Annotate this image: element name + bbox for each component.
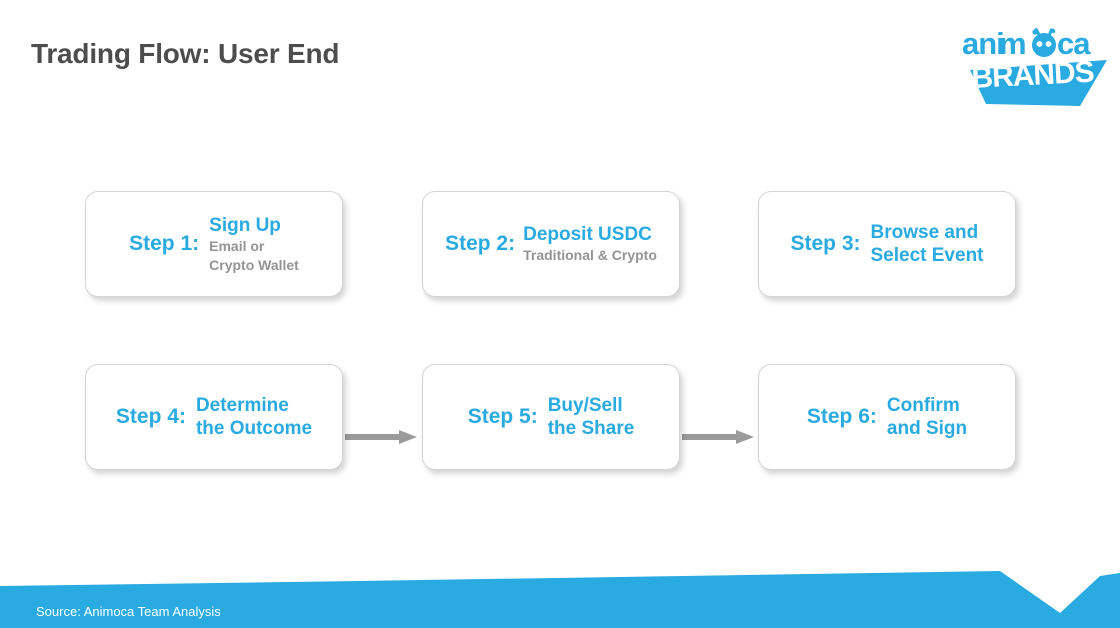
page-title: Trading Flow: User End	[31, 38, 340, 69]
arrow-head	[736, 430, 754, 444]
step-title-line: Confirm	[886, 394, 960, 416]
step-label-6: Step 6:	[806, 405, 877, 428]
step-title-line: Browse and	[870, 221, 979, 243]
step-sub-line: Crypto Wallet	[209, 256, 299, 273]
arrow-shaft	[345, 434, 401, 440]
flow-row-2: Step 4: Determine the Outcome Step 5: Bu…	[0, 364, 1120, 474]
step-card-5[interactable]: Step 5: Buy/Sell the Share	[422, 364, 680, 470]
step-card-1[interactable]: Step 1: Sign Up Email or Crypto Wallet	[85, 191, 343, 297]
step-title-line: Buy/Sell	[547, 394, 623, 416]
step-title-line: Determine	[195, 394, 289, 416]
svg-text:BRANDS: BRANDS	[971, 56, 1095, 95]
svg-text:m: m	[999, 26, 1026, 61]
step-body-1: Sign Up Email or Crypto Wallet	[209, 214, 299, 274]
arrow-step2-to-step3-icon	[682, 430, 756, 444]
arrow-shaft	[682, 434, 738, 440]
footer-banner	[0, 568, 1120, 628]
step-card-6[interactable]: Step 6: Confirm and Sign	[758, 364, 1016, 470]
svg-text:ani: ani	[962, 26, 1004, 61]
step-title-line: Select Event	[870, 245, 984, 266]
step-sub-line: Traditional & Crypto	[523, 247, 657, 264]
step-card-3[interactable]: Step 3: Browse and Select Event	[758, 191, 1016, 297]
step-card-2[interactable]: Step 2: Deposit USDC Traditional & Crypt…	[422, 191, 680, 297]
step-title-line: Sign Up	[209, 214, 281, 236]
flow-row-1: Step 1: Sign Up Email or Crypto Wallet S…	[0, 191, 1120, 444]
step-card-4[interactable]: Step 4: Determine the Outcome	[85, 364, 343, 470]
step-title-line: Deposit USDC	[523, 224, 652, 246]
step-label-5: Step 5:	[467, 405, 538, 428]
step-body-3: Browse and Select Event	[871, 221, 984, 267]
step-title-line: and Sign	[886, 418, 968, 439]
step-label-1: Step 1:	[129, 232, 200, 255]
animoca-mascot-o	[1032, 28, 1056, 57]
step-label-2: Step 2:	[445, 232, 516, 255]
animoca-brands-logo: ani m ca BRANDS	[952, 14, 1112, 106]
step-body-2: Deposit USDC Traditional & Crypto	[523, 223, 657, 265]
step-title-line: the Share	[547, 418, 635, 439]
svg-text:ca: ca	[1057, 26, 1091, 61]
step-body-6: Confirm and Sign	[887, 394, 967, 440]
step-title-line: the Outcome	[195, 418, 313, 439]
footer-source-text: Source: Animoca Team Analysis	[36, 604, 221, 619]
step-label-3: Step 3:	[790, 232, 861, 255]
arrow-step1-to-step2-icon	[345, 430, 419, 444]
step-body-5: Buy/Sell the Share	[548, 394, 635, 440]
step-label-4: Step 4:	[115, 405, 186, 428]
step-body-4: Determine the Outcome	[196, 394, 312, 440]
step-sub-line: Email or	[209, 238, 265, 255]
arrow-head	[399, 430, 417, 444]
